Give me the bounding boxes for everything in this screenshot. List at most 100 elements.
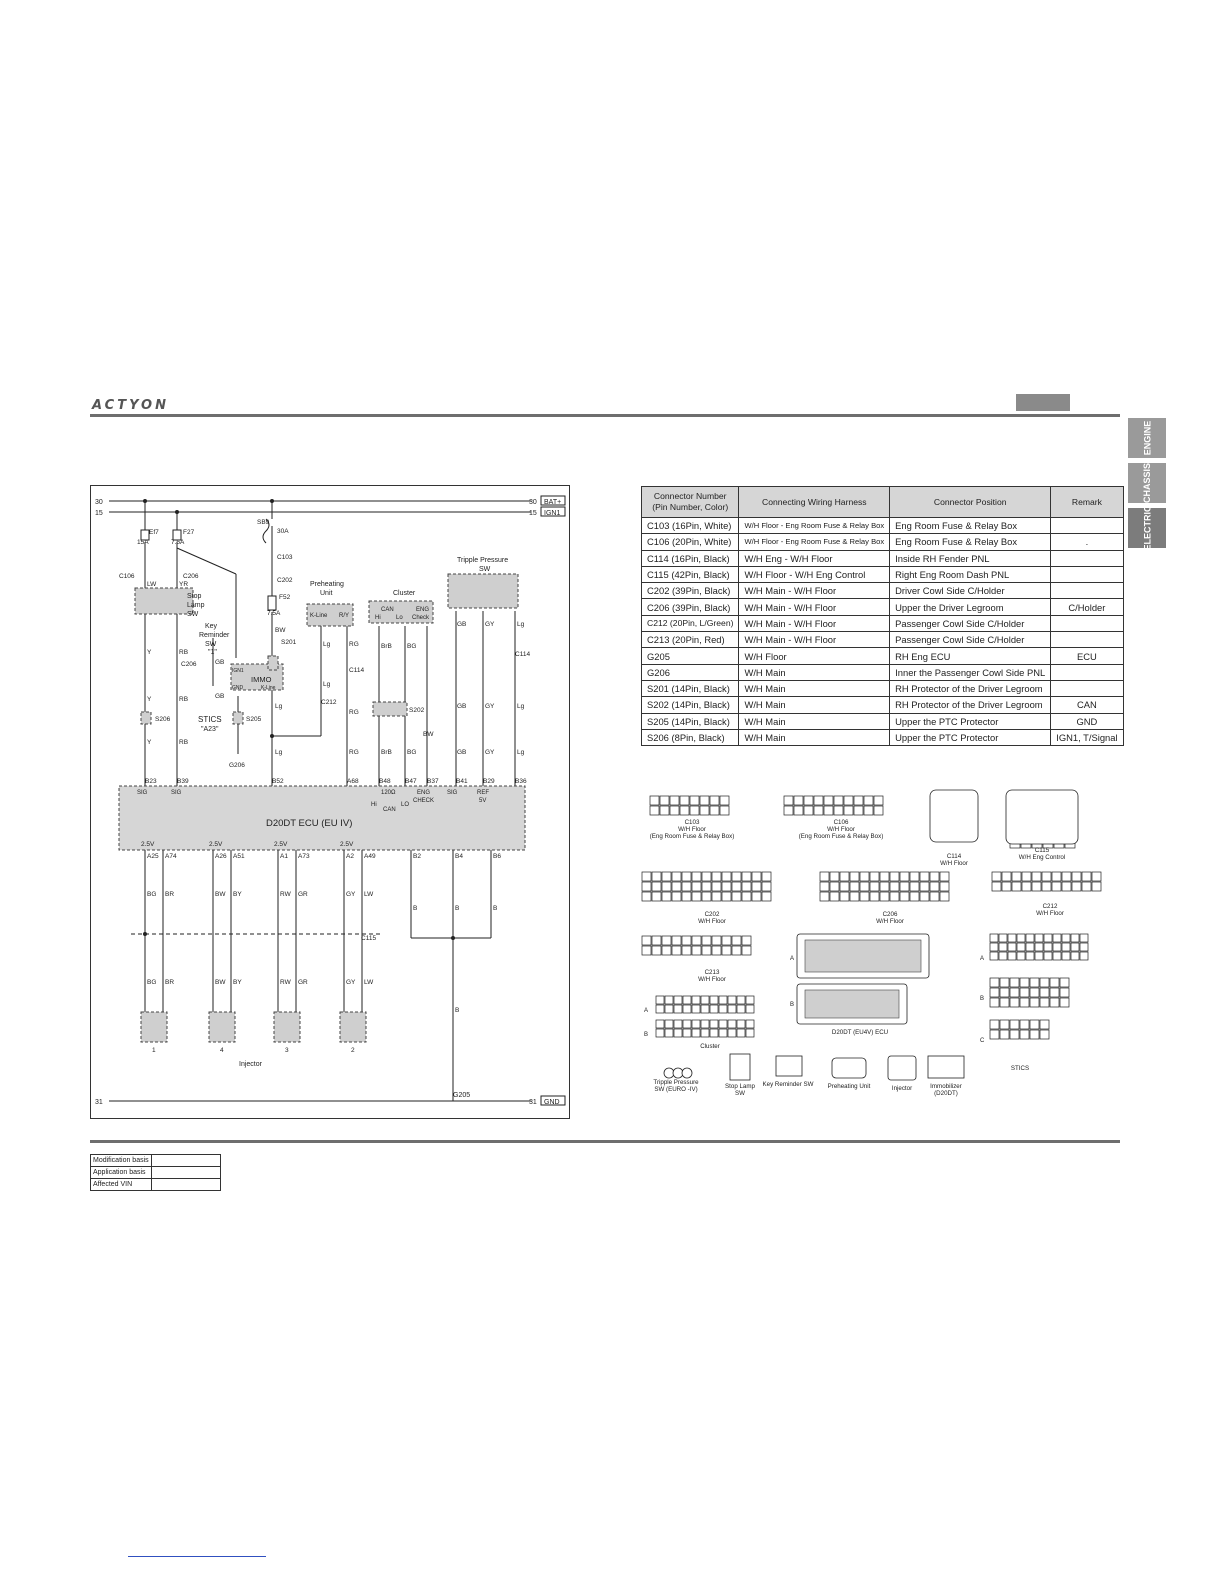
pin-cell <box>1071 871 1082 882</box>
pin-cell <box>843 805 854 816</box>
c106-caption-3: (Eng Room Fuse & Relay Box) <box>799 833 884 840</box>
connector-table: Connector Number (Pin Number, Color) Con… <box>640 486 1124 747</box>
pin-cell <box>803 795 814 806</box>
pin-cell <box>655 1028 665 1038</box>
pin-cell <box>711 935 722 946</box>
wire-brb-2: BrB <box>381 749 392 756</box>
pin-cell <box>761 871 772 882</box>
pin-cell <box>701 945 712 956</box>
pin-cell <box>999 1029 1010 1040</box>
pin-cell <box>1043 942 1053 952</box>
wire-bw-inj4-b: BW <box>215 979 226 986</box>
fuse-ef7-rating: 15A <box>137 539 149 546</box>
ecu-sig-3: SIG <box>447 790 458 796</box>
pin-cell <box>736 1004 746 1014</box>
cell-harness: W/H Main <box>738 696 891 714</box>
pin-cell <box>731 871 742 882</box>
g206-label: G206 <box>229 762 245 769</box>
ecu-pin-b23: B23 <box>145 778 157 785</box>
ecu-volt-1: 2.5V <box>141 841 155 848</box>
side-tab-engine[interactable]: ENGINE <box>1128 418 1166 458</box>
pin-cell <box>711 871 722 882</box>
pin-cell <box>689 795 700 806</box>
pin-cell <box>659 795 670 806</box>
pin-cell <box>691 945 702 956</box>
pin-cell <box>909 871 920 882</box>
cell-harness: W/H Main <box>738 728 891 747</box>
pin-cell <box>700 1028 710 1038</box>
pin-cell <box>719 795 730 806</box>
pin-cell <box>1070 933 1080 943</box>
pin-cell <box>819 871 830 882</box>
injector-label: Injector <box>239 1061 263 1068</box>
pin-cell <box>718 995 728 1005</box>
cell-position: Right Eng Room Dash PNL <box>889 565 1052 584</box>
page-tab <box>1016 394 1070 411</box>
pin-cell <box>682 1019 692 1029</box>
key-reminder-l4: "1" <box>208 649 217 656</box>
pin-cell <box>863 805 874 816</box>
c114-label: C114 <box>349 667 364 674</box>
footer-link-line <box>128 1556 266 1557</box>
pin-cell <box>701 871 712 882</box>
stics-label: STICS <box>198 715 222 724</box>
pin-cell <box>1034 942 1044 952</box>
cell-connector: S201 (14Pin, Black) <box>640 679 740 698</box>
pin-cell <box>1019 997 1030 1008</box>
key-reminder-l1: Key <box>205 623 218 630</box>
pin-cell <box>1070 951 1080 961</box>
pin-cell <box>1016 942 1026 952</box>
pin-cell <box>909 881 920 892</box>
cluster-row-b: B <box>644 1032 648 1038</box>
ecu-sig-1: SIG <box>137 790 148 796</box>
side-tab-chassis[interactable]: CHASSIS <box>1128 463 1166 503</box>
cell-position: Passenger Cowl Side C/Holder <box>889 631 1052 649</box>
pin-cell <box>669 795 680 806</box>
ecu-pin-a1: A1 <box>280 853 288 860</box>
wire-bw-2: BW <box>423 731 434 738</box>
wire-yr: YR <box>179 581 188 588</box>
pin-cell <box>1016 933 1026 943</box>
pin-cell <box>1001 871 1012 882</box>
pin-cell <box>745 995 755 1005</box>
preheating-caption: Preheating Unit <box>828 1083 871 1090</box>
table-row: Modification basis <box>90 1154 221 1167</box>
pin-cell <box>741 945 752 956</box>
side-tab-electric[interactable]: ELECTRIC <box>1128 506 1166 551</box>
pin-cell <box>711 881 722 892</box>
pin-cell <box>649 795 660 806</box>
c106-caption-2: W/H Floor <box>827 826 855 833</box>
wire-lw-inj2-b: LW <box>364 979 374 986</box>
pin-cell <box>1039 1019 1050 1030</box>
pin-cell <box>741 891 752 902</box>
pin-cell <box>691 881 702 892</box>
pin-cell <box>1009 1019 1020 1030</box>
wire-gb-2: GB <box>215 693 224 700</box>
cell-remark <box>1050 631 1124 649</box>
cell-harness: W/H Floor - Eng Room Fuse & Relay Box <box>738 533 891 551</box>
c202-label: C202 <box>277 577 293 584</box>
pin-cell <box>751 881 762 892</box>
fuse-f27-label: F27 <box>183 529 195 536</box>
cell-harness: W/H Main - W/H Floor <box>738 598 891 616</box>
wire-gy-3: GY <box>485 749 495 756</box>
pin-cell <box>919 891 930 902</box>
c212-caption-2: W/H Floor <box>1036 910 1064 917</box>
pin-cell <box>829 881 840 892</box>
pin-cell <box>1011 871 1022 882</box>
pin-cell <box>919 871 930 882</box>
pin-cell <box>989 951 999 961</box>
pin-cell <box>679 805 690 816</box>
pin-cell <box>793 795 804 806</box>
pin-cell <box>718 1004 728 1014</box>
pin-cell <box>691 1004 701 1014</box>
pin-cell <box>1052 942 1062 952</box>
stoplamp-caption-1: Stop Lamp <box>725 1083 755 1090</box>
wire-gy-inj2-b: GY <box>346 979 356 986</box>
pin-cell <box>1029 977 1040 988</box>
pin-cell <box>682 995 692 1005</box>
ecu-row-a: A <box>790 956 794 962</box>
pin-cell <box>859 891 870 902</box>
